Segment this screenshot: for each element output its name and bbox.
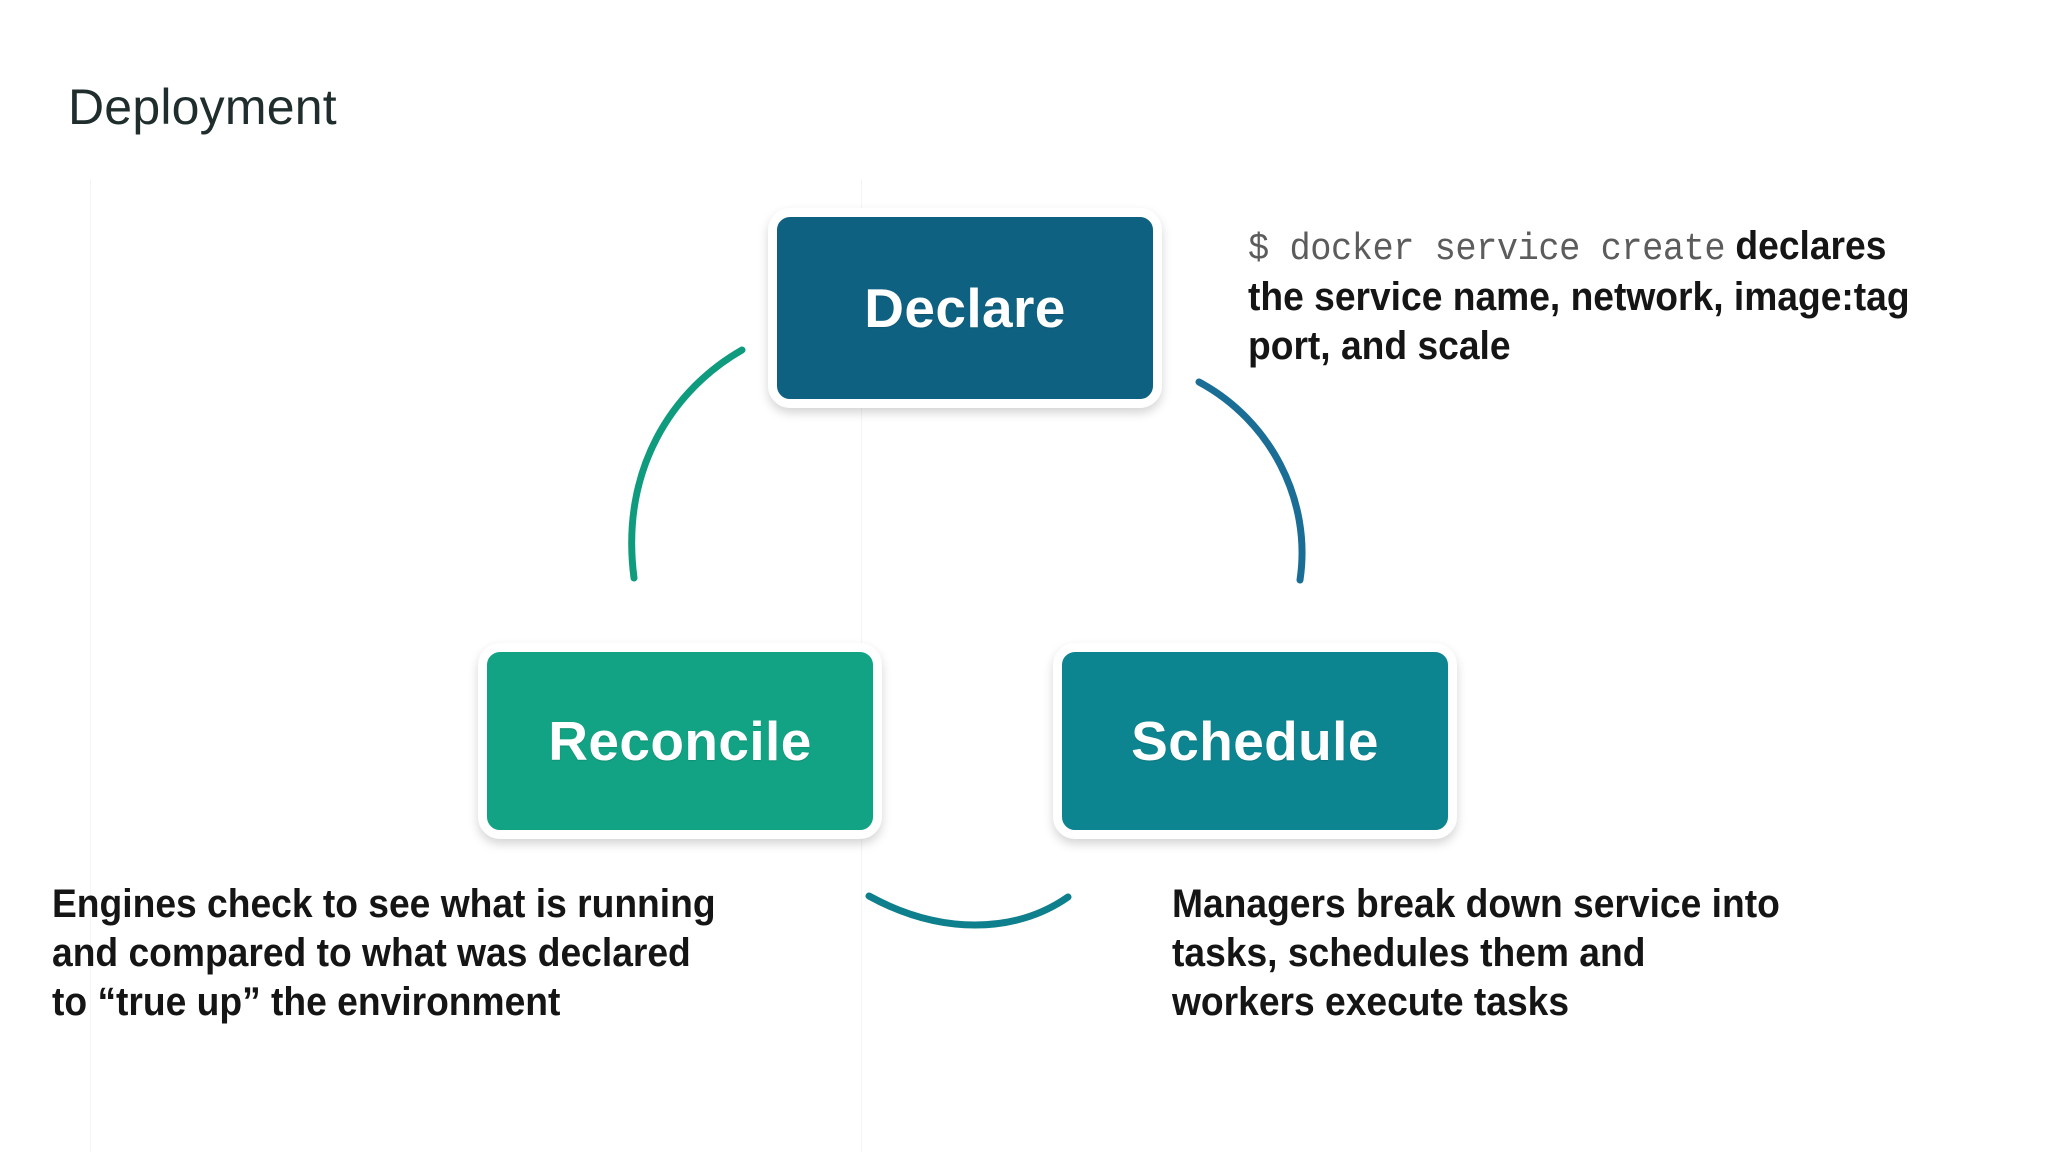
annotation-reconcile-line-3: to “true up” the environment [52,979,561,1024]
annotation-schedule-line-3: workers execute tasks [1172,979,1570,1024]
connector-declare-to-schedule [1195,378,1306,584]
cycle-node-reconcile[interactable]: Reconcile [478,643,882,839]
connector-schedule-to-reconcile [865,892,1072,929]
annotation-declare-word-declares: declares [1735,224,1887,268]
cycle-node-reconcile-label: Reconcile [548,709,812,772]
annotation-declare-line-3: port, and scale [1248,324,1511,369]
cycle-node-declare-label: Declare [864,276,1066,339]
annotation-declare-line-2: the service name, network, image:tag [1248,275,1910,320]
annotation-schedule: Managers break down service into tasks, … [1172,880,1879,1026]
annotation-reconcile-line-2: and compared to what was declared [52,930,691,975]
annotation-schedule-line-1: Managers break down service into [1172,882,1780,926]
connector-reconcile-to-declare [628,346,746,582]
cycle-node-schedule-label: Schedule [1131,709,1379,772]
cycle-node-declare[interactable]: Declare [768,208,1162,408]
annotation-reconcile-line-1: Engines check to see what is running [52,882,716,926]
docker-command-text: $ docker service create [1248,228,1726,271]
annotation-reconcile: Engines check to see what is running and… [52,880,796,1026]
annotation-declare-line-1: $ docker service create declares [1248,222,2020,273]
annotation-schedule-line-2: tasks, schedules them and [1172,930,1646,975]
slide-guide-line-left [90,180,91,1152]
annotation-declare: $ docker service create declares the ser… [1248,222,2020,371]
cycle-node-schedule[interactable]: Schedule [1053,643,1457,839]
page-title: Deployment [68,79,337,135]
